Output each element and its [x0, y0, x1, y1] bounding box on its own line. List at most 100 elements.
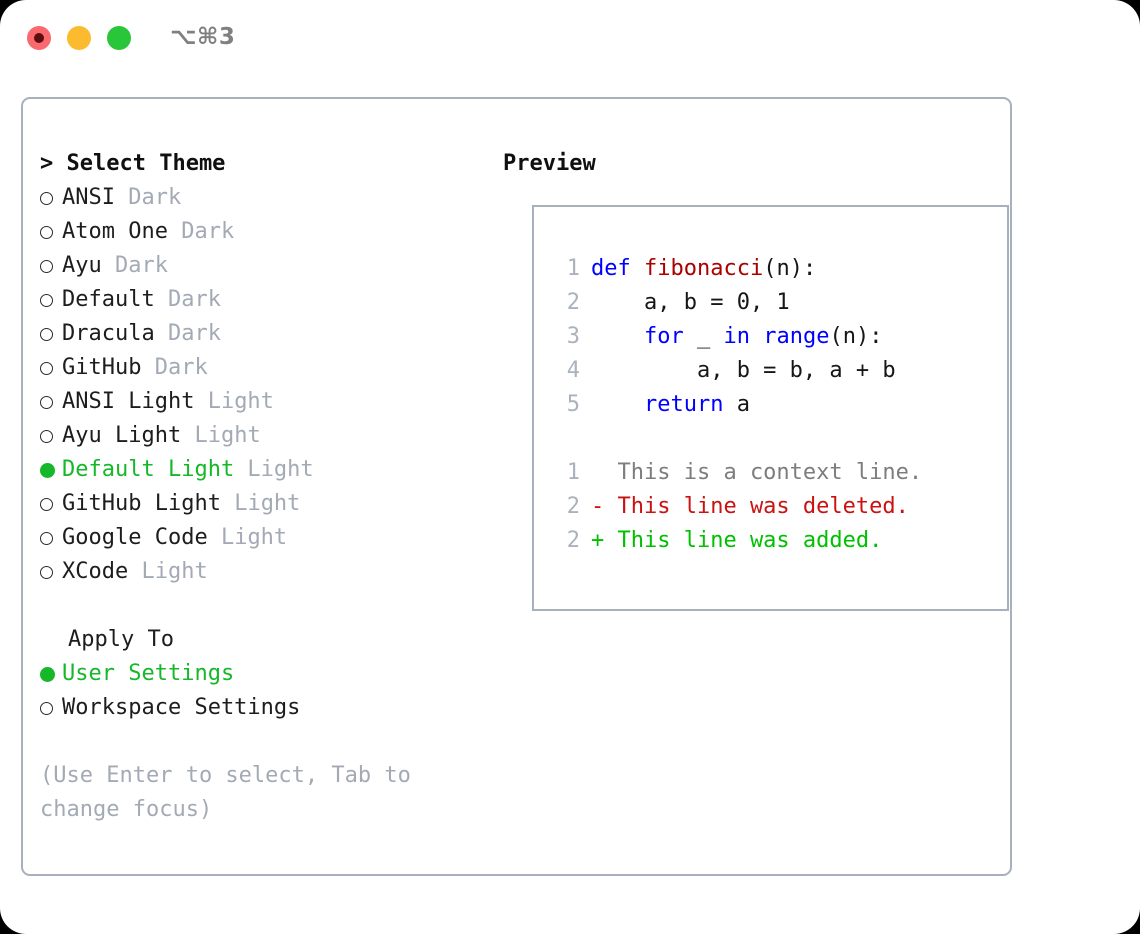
theme-item-label: Ayu — [62, 253, 102, 278]
code-token-fn: fibonacci — [643, 256, 764, 281]
diff-line-text: This is a context line. — [591, 460, 923, 485]
theme-variant-tag: Light — [128, 559, 208, 584]
code-token-pln — [591, 392, 644, 417]
theme-item-option[interactable]: ANSI Dark — [40, 181, 490, 215]
theme-item-option[interactable]: Ayu Light Light — [40, 419, 490, 453]
theme-item-option[interactable]: Default Dark — [40, 283, 490, 317]
radio-mark — [40, 361, 53, 375]
theme-item-label: Default — [62, 287, 155, 312]
code-token-pln: a — [723, 392, 750, 417]
theme-item-option[interactable]: Default Light Light — [40, 453, 490, 487]
theme-variant-tag: Light — [234, 457, 314, 482]
theme-item-option[interactable]: GitHub Light Light — [40, 487, 490, 521]
code-text: def fibonacci(n): — [580, 252, 816, 286]
theme-item-label: ANSI — [62, 185, 115, 210]
theme-item-label: Atom One — [62, 219, 168, 244]
theme-variant-tag: Dark — [154, 287, 221, 312]
radio-mark — [40, 225, 53, 239]
select-theme-header: > Select Theme — [40, 151, 226, 176]
theme-variant-tag: Dark — [101, 253, 168, 278]
radio-unselected-icon[interactable] — [40, 395, 62, 409]
code-diff-separator — [554, 422, 922, 456]
radio-mark — [40, 497, 53, 511]
diff-line-text: + This line was added. — [591, 528, 883, 553]
radio-unselected-icon[interactable] — [40, 225, 62, 239]
radio-mark — [40, 327, 53, 341]
theme-variant-tag: Dark — [141, 355, 208, 380]
apply-to-item-label: Workspace Settings — [62, 695, 301, 720]
radio-unselected-icon[interactable] — [40, 191, 62, 205]
theme-item-label: GitHub Light — [62, 491, 221, 516]
theme-item-option[interactable]: GitHub Dark — [40, 351, 490, 385]
code-token-pln: _ — [683, 324, 724, 349]
diff-line-number: 2 — [566, 528, 580, 553]
radio-unselected-icon[interactable] — [40, 429, 62, 443]
theme-variant-tag: Light — [194, 389, 274, 414]
theme-item-label: XCode — [62, 559, 129, 584]
theme-item-label: GitHub — [62, 355, 142, 380]
theme-item-label: ANSI Light — [62, 389, 195, 414]
theme-variant-tag: Dark — [167, 219, 235, 244]
theme-item-label: Default Light — [62, 457, 235, 482]
code-token-kw: def — [591, 256, 644, 281]
line-number: 1 — [566, 256, 580, 281]
radio-mark — [40, 191, 53, 205]
theme-variant-tag: Light — [207, 525, 288, 550]
code-text: a, b = b, a + b — [580, 354, 896, 388]
code-token-pln: a, b = 0, 1 — [591, 290, 790, 315]
close-icon — [34, 33, 44, 43]
code-token-kw: return — [643, 392, 724, 417]
radio-unselected-icon[interactable] — [40, 497, 62, 511]
theme-item-label: Ayu Light — [62, 423, 182, 448]
code-token-pln — [591, 324, 644, 349]
radio-selected-icon[interactable] — [40, 462, 62, 478]
radio-unselected-icon[interactable] — [40, 701, 62, 715]
apply-to-item-option[interactable]: Workspace Settings — [40, 691, 490, 725]
diff-line-number: 2 — [566, 494, 580, 519]
apply-to-item-option[interactable]: User Settings — [40, 657, 490, 691]
theme-variant-tag: Light — [181, 423, 261, 448]
line-number: 3 — [566, 324, 580, 349]
radio-mark — [40, 666, 55, 682]
radio-unselected-icon[interactable] — [40, 361, 62, 375]
theme-item-option[interactable]: Dracula Dark — [40, 317, 490, 351]
radio-mark — [40, 701, 53, 715]
code-text: return a — [580, 388, 750, 422]
code-token-pln: a, b = b, a + b — [591, 358, 896, 383]
theme-variant-tag: Light — [220, 491, 301, 516]
radio-unselected-icon[interactable] — [40, 259, 62, 273]
theme-item-option[interactable]: ANSI Light Light — [40, 385, 490, 419]
radio-mark — [40, 259, 53, 273]
line-number: 5 — [566, 392, 580, 417]
radio-unselected-icon[interactable] — [40, 531, 62, 545]
theme-item-option[interactable]: Google Code Light — [40, 521, 490, 555]
theme-item-option[interactable]: Ayu Dark — [40, 249, 490, 283]
code-line: 5 return a — [554, 388, 922, 422]
keyboard-shortcut-label: ⌥⌘3 — [170, 24, 236, 50]
minimize-window-button[interactable] — [67, 26, 91, 50]
diff-line: 2- This line was deleted. — [554, 490, 922, 524]
code-text: for _ in range(n): — [580, 320, 882, 354]
code-token-kw: range — [763, 324, 830, 349]
maximize-window-button[interactable] — [107, 26, 131, 50]
apply-to-header: Apply To — [68, 627, 174, 652]
radio-mark — [40, 293, 53, 307]
code-text: a, b = 0, 1 — [580, 286, 790, 320]
code-token-pln: (n): — [829, 324, 883, 349]
radio-unselected-icon[interactable] — [40, 565, 62, 579]
apply-to-item-label: User Settings — [62, 661, 235, 686]
theme-item-option[interactable]: XCode Light — [40, 555, 490, 589]
radio-selected-icon[interactable] — [40, 666, 62, 682]
radio-unselected-icon[interactable] — [40, 293, 62, 307]
radio-unselected-icon[interactable] — [40, 327, 62, 341]
theme-item-label: Dracula — [62, 321, 155, 346]
theme-variant-tag: Dark — [154, 321, 221, 346]
theme-item-option[interactable]: Atom One Dark — [40, 215, 490, 249]
code-token-pln — [750, 324, 763, 349]
